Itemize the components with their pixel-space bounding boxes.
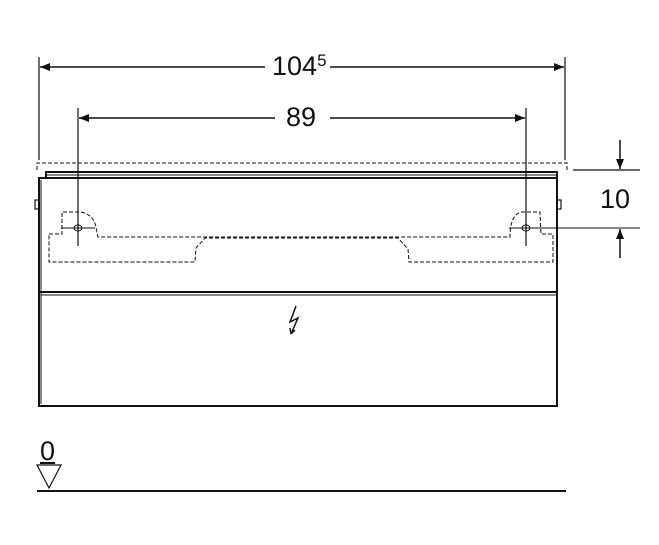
hole-spacing-label: 89	[286, 102, 317, 132]
overall-width-label: 1045	[272, 51, 327, 81]
floor-level-label: 0	[40, 436, 56, 466]
overall-width-value: 104	[272, 51, 318, 81]
overall-width-superscript: 5	[317, 51, 327, 70]
hanger-rail-outline	[48, 211, 554, 263]
level-triangle-icon	[36, 464, 566, 492]
countertop-outline	[36, 162, 568, 170]
mounting-hole-left	[61, 224, 95, 232]
hole-height-dimension	[573, 140, 640, 258]
electrical-symbol-icon	[288, 305, 300, 335]
hole-height-label: 10	[600, 184, 631, 214]
overall-width-dimension	[38, 57, 566, 160]
mounting-hole-right	[509, 224, 640, 232]
